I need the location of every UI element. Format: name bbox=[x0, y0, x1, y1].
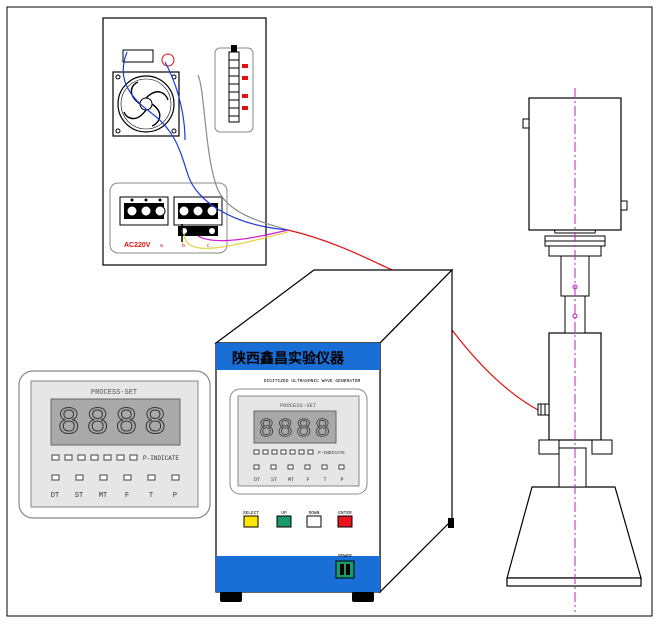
stand-connector bbox=[537, 403, 550, 416]
panel-key-mt: MT bbox=[288, 477, 294, 483]
panel-led-row bbox=[253, 449, 314, 455]
panel-lcd-digits: 8888 bbox=[259, 414, 333, 444]
zoom-key-st: ST bbox=[75, 492, 83, 500]
mark-a: a bbox=[160, 243, 163, 249]
zoom-key-labels: DT ST MT F T P bbox=[51, 492, 177, 500]
panel-key-leds bbox=[253, 464, 345, 470]
zoom-panel-title: PROCESS-SET bbox=[91, 389, 137, 397]
bottom-band bbox=[216, 556, 380, 592]
ac-label: AC220V bbox=[124, 242, 151, 249]
panel-key-p: P bbox=[340, 477, 343, 483]
terminal-block-left bbox=[119, 196, 169, 226]
brand-title: 陕西鑫昌实验仪器 bbox=[232, 350, 345, 367]
panel-lcd bbox=[253, 410, 337, 444]
select-button[interactable] bbox=[243, 515, 259, 528]
zoom-panel: PROCESS-SET 8888 P-INDICATE DT ST MT F T bbox=[18, 370, 211, 519]
zoom-led-row bbox=[51, 454, 138, 461]
down-button-label: DOWN bbox=[309, 510, 320, 516]
up-button[interactable] bbox=[276, 515, 292, 528]
foot-right bbox=[352, 592, 374, 602]
fan-icon bbox=[112, 71, 180, 137]
zoom-key-leds bbox=[51, 474, 180, 481]
indicator-lamp bbox=[161, 53, 175, 67]
panel-key-labels: DT ST MT F T P bbox=[254, 477, 344, 483]
brand-band bbox=[216, 343, 380, 370]
mark-c: c bbox=[207, 243, 210, 249]
stand-base bbox=[506, 486, 642, 579]
zoom-key-p: P bbox=[173, 492, 177, 500]
zoom-key-t: T bbox=[149, 492, 153, 500]
control-buttons: SELECT UP DOWN ENTER bbox=[243, 510, 353, 528]
terminal-strip bbox=[214, 45, 254, 133]
down-button[interactable] bbox=[306, 515, 322, 528]
generator-subtitle: DIGITIZED ULTRASONIC WAVE GENERATOR bbox=[264, 378, 361, 384]
power-label: POWER bbox=[338, 553, 352, 559]
zoom-indicator-label: P-INDICATE bbox=[143, 455, 179, 462]
power-switch[interactable] bbox=[335, 560, 355, 579]
control-box: AC220V a b c bbox=[102, 17, 267, 266]
panel-key-f: F bbox=[306, 477, 309, 483]
panel-key-dt: DT bbox=[254, 477, 260, 483]
zoom-key-mt: MT bbox=[99, 492, 107, 500]
generator-display-panel: PROCESS-SET 8888 P-INDICATE DT ST MT F T bbox=[229, 388, 368, 495]
select-button-label: SELECT bbox=[243, 510, 260, 516]
mark-b: b bbox=[182, 243, 185, 249]
zoom-lcd bbox=[50, 398, 181, 446]
terminal-block-right bbox=[173, 196, 223, 236]
panel-title: PROCESS-SET bbox=[280, 402, 317, 409]
panel-key-t: T bbox=[323, 477, 326, 483]
switch-block bbox=[122, 49, 154, 63]
enter-button-label: ENTER bbox=[338, 510, 352, 516]
zoom-key-dt: DT bbox=[51, 492, 59, 500]
wiring bbox=[122, 51, 539, 411]
outer-frame bbox=[6, 6, 653, 617]
panel-indicator-label: P-INDICATE bbox=[318, 450, 345, 456]
enter-button[interactable] bbox=[337, 515, 353, 528]
zoom-key-f: F bbox=[125, 492, 129, 500]
up-button-label: UP bbox=[281, 510, 287, 516]
zoom-lcd-digits: 8888 bbox=[57, 402, 172, 445]
ultrasonic-stand bbox=[506, 88, 642, 612]
foot-left bbox=[220, 592, 242, 602]
panel-key-st: ST bbox=[271, 477, 277, 483]
